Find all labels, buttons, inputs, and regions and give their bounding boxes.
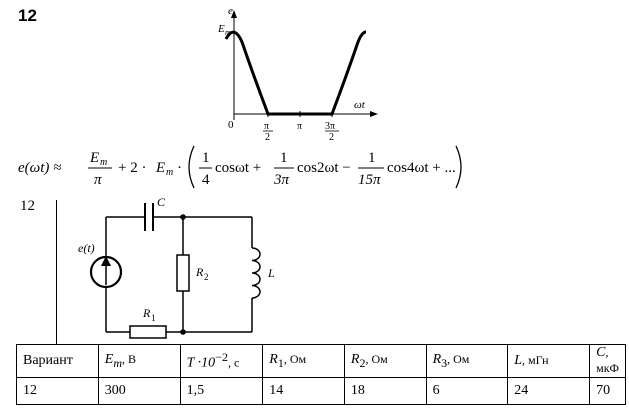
formula-term3: cos4ωt + ...	[387, 160, 456, 176]
cell-c: 70	[589, 377, 626, 405]
circuit-number: 12	[20, 198, 35, 214]
resistor-r1	[129, 325, 167, 339]
header-r3: R3, Ом	[425, 344, 509, 378]
formula-den1: 4	[202, 172, 210, 188]
formula-em-sub: m	[100, 157, 107, 168]
formula-one1: 1	[202, 150, 210, 166]
amplitude-label-sub: m	[225, 28, 231, 37]
table-header-row: Вариант Em, В T ·10−2, с R1, Ом R2, Ом R…	[16, 344, 626, 378]
cell-l: 24	[507, 377, 591, 405]
cell-r1: 14	[262, 377, 345, 405]
tick-label-pi-half-num: π	[264, 121, 269, 132]
junction-dot	[180, 214, 186, 220]
formula-den2: 3π	[273, 172, 290, 188]
formula-pi: π	[94, 172, 102, 188]
header-variant: Вариант	[16, 344, 99, 378]
source-arrow-icon	[101, 256, 111, 266]
cell-r2: 18	[343, 377, 427, 405]
cell-period: 1,5	[179, 377, 264, 405]
cell-r3: 6	[425, 377, 509, 405]
x-axis-label: ωt	[354, 99, 366, 111]
tick-label-zero: 0	[228, 119, 234, 131]
source-label: e(t)	[78, 241, 95, 255]
header-r2: R2, Ом	[343, 344, 427, 378]
formula-plus-two: + 2 ·	[118, 160, 146, 176]
inductor-l	[251, 247, 261, 299]
formula-dot: ·	[177, 160, 182, 176]
header-c: C, мкФ	[589, 344, 626, 378]
formula-em2: E	[155, 160, 165, 176]
resistor-r2	[176, 254, 190, 292]
waveform-graph: e E m ωt 0 π 2 π 3π 2	[217, 5, 378, 142]
r1-label: R	[142, 306, 151, 320]
circuit-diagram: e(t) C R 2 L R 1	[78, 195, 275, 339]
table-row: 12 300 1,5 14 18 6 24 70	[16, 377, 626, 405]
junction-dot	[180, 329, 186, 335]
cell-variant: 12	[16, 377, 99, 405]
formula-lhs: e(ωt) ≈	[18, 160, 61, 176]
x-axis-arrow-icon	[370, 111, 378, 117]
capacitor-label: C	[157, 195, 166, 209]
fourier-formula: e(ωt) ≈ E m π + 2 · E m · 1 4 cosωt + 1 …	[18, 145, 462, 189]
formula-term1: cosωt +	[215, 160, 261, 176]
vertical-divider	[56, 200, 57, 344]
amplitude-label: E	[217, 23, 225, 35]
r1-label-sub: 1	[151, 313, 156, 323]
tick-label-pi-half-den: 2	[265, 132, 270, 142]
y-axis-label: e	[228, 5, 233, 17]
problem-number: 12	[18, 6, 37, 25]
r2-label-sub: 2	[204, 272, 209, 282]
formula-term2: cos2ωt −	[297, 160, 351, 176]
header-period: T ·10−2, с	[179, 344, 264, 378]
header-em: Em, В	[97, 344, 181, 378]
right-paren	[455, 145, 462, 189]
formula-em2-sub: m	[166, 167, 173, 178]
r2-label: R	[195, 265, 204, 279]
y-axis-arrow-icon	[231, 10, 237, 18]
parameters-table: Вариант Em, В T ·10−2, с R1, Ом R2, Ом R…	[16, 344, 626, 405]
left-paren	[188, 145, 195, 189]
inductor-label: L	[267, 266, 275, 280]
cell-em: 300	[97, 377, 181, 405]
tick-label-3pi-half-num: 3π	[325, 121, 335, 132]
formula-den3: 15π	[358, 172, 381, 188]
formula-one2: 1	[280, 150, 288, 166]
header-l: L, мГн	[507, 344, 591, 378]
header-r1: R1, Ом	[262, 344, 345, 378]
waveform-curve	[224, 30, 367, 116]
tick-label-3pi-half-den: 2	[329, 132, 334, 142]
formula-em: E	[89, 150, 99, 166]
tick-label-pi: π	[297, 121, 302, 132]
formula-one3: 1	[368, 150, 376, 166]
